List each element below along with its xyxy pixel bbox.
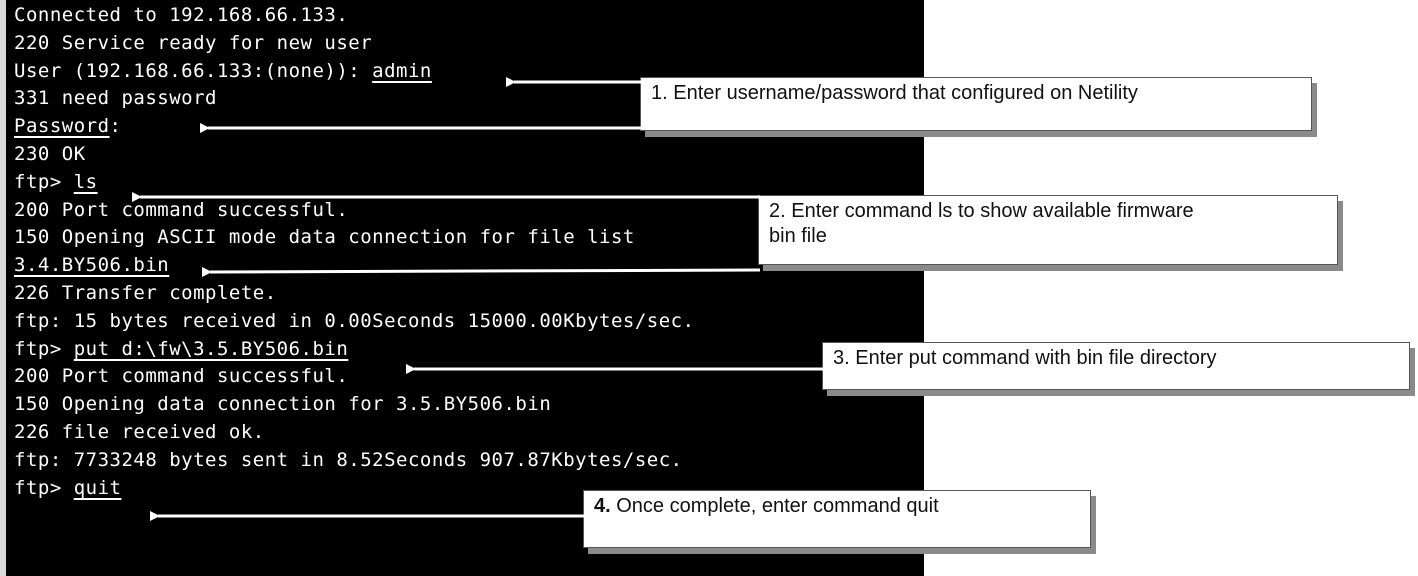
terminal-line: 200 Port command successful. <box>14 197 348 223</box>
terminal-text: 200 Port command successful. <box>14 365 349 388</box>
terminal-text: 230 OK <box>14 143 86 165</box>
terminal-user-input: 3.4.BY506.bin <box>14 254 170 277</box>
terminal-text: : <box>109 115 122 138</box>
terminal-text: 226 file received ok. <box>14 421 265 443</box>
terminal-line: ftp: 15 bytes received in 0.00Seconds 15… <box>14 308 695 334</box>
terminal-text: 150 Opening ASCII mode data connection f… <box>14 226 635 249</box>
terminal-line: 331 need password <box>14 85 217 111</box>
terminal-line: ftp> quit <box>14 475 121 501</box>
terminal-line: User (192.168.66.133:(none)): admin <box>14 58 432 84</box>
callout-step-4-text: Once complete, enter command quit <box>610 495 939 517</box>
callout-step-2: 2. Enter command ls to show available fi… <box>758 195 1338 265</box>
terminal-user-input: put d:\fw\3.5.BY506.bin <box>73 337 349 360</box>
terminal-text: ftp: 15 bytes received in 0.00Seconds 15… <box>14 309 695 332</box>
terminal-text: Connected to 192.168.66.133. <box>14 4 349 26</box>
terminal-text: 200 Port command successful. <box>14 198 349 221</box>
terminal-text: ftp> <box>14 170 74 193</box>
terminal-line: ftp> ls <box>14 169 98 195</box>
terminal-user-input: Password <box>14 115 110 138</box>
terminal-text: User (192.168.66.133:(none)): <box>14 59 373 82</box>
terminal-line: 150 Opening ASCII mode data connection f… <box>14 224 635 250</box>
callout-step-3: 3. Enter put command with bin file direc… <box>822 342 1410 390</box>
terminal-text: ftp> <box>14 476 74 499</box>
callout-step-1-text: 1. Enter username/password that configur… <box>651 82 1138 104</box>
terminal-text: 150 Opening data connection for 3.5.BY50… <box>14 393 552 416</box>
terminal-line: ftp> put d:\fw\3.5.BY506.bin <box>14 336 348 362</box>
terminal-text: ftp: 7733248 bytes sent in 8.52Seconds 9… <box>14 448 683 471</box>
terminal-line: ftp: 7733248 bytes sent in 8.52Seconds 9… <box>14 447 683 473</box>
terminal-line: Password: <box>14 113 121 139</box>
terminal-line: 3.4.BY506.bin <box>14 252 169 278</box>
callout-step-4-number: 4. <box>594 495 611 517</box>
callout-step-2-line1: 2. Enter command ls to show available fi… <box>769 200 1194 222</box>
callout-step-4: 4. Once complete, enter command quit <box>583 490 1091 548</box>
terminal-line: 200 Port command successful. <box>14 363 348 389</box>
terminal-text: 220 Service ready for new user <box>14 31 373 54</box>
terminal-line: 150 Opening data connection for 3.5.BY50… <box>14 391 551 417</box>
terminal-line: 230 OK <box>14 141 86 167</box>
callout-step-2-line2: bin file <box>769 225 827 247</box>
terminal-line: Connected to 192.168.66.133. <box>14 2 348 28</box>
terminal-user-input: admin <box>372 59 432 82</box>
callout-step-3-text: 3. Enter put command with bin file direc… <box>833 347 1217 369</box>
terminal-line: 226 Transfer complete. <box>14 280 277 306</box>
terminal-user-input: ls <box>73 170 98 193</box>
terminal-text: ftp> <box>14 337 74 360</box>
terminal-line: 226 file received ok. <box>14 419 265 445</box>
terminal-user-input: quit <box>73 476 122 499</box>
terminal-text: 331 need password <box>14 87 217 110</box>
terminal-line: 220 Service ready for new user <box>14 30 372 56</box>
terminal-text: 226 Transfer complete. <box>14 282 277 304</box>
callout-step-1: 1. Enter username/password that configur… <box>640 77 1312 131</box>
